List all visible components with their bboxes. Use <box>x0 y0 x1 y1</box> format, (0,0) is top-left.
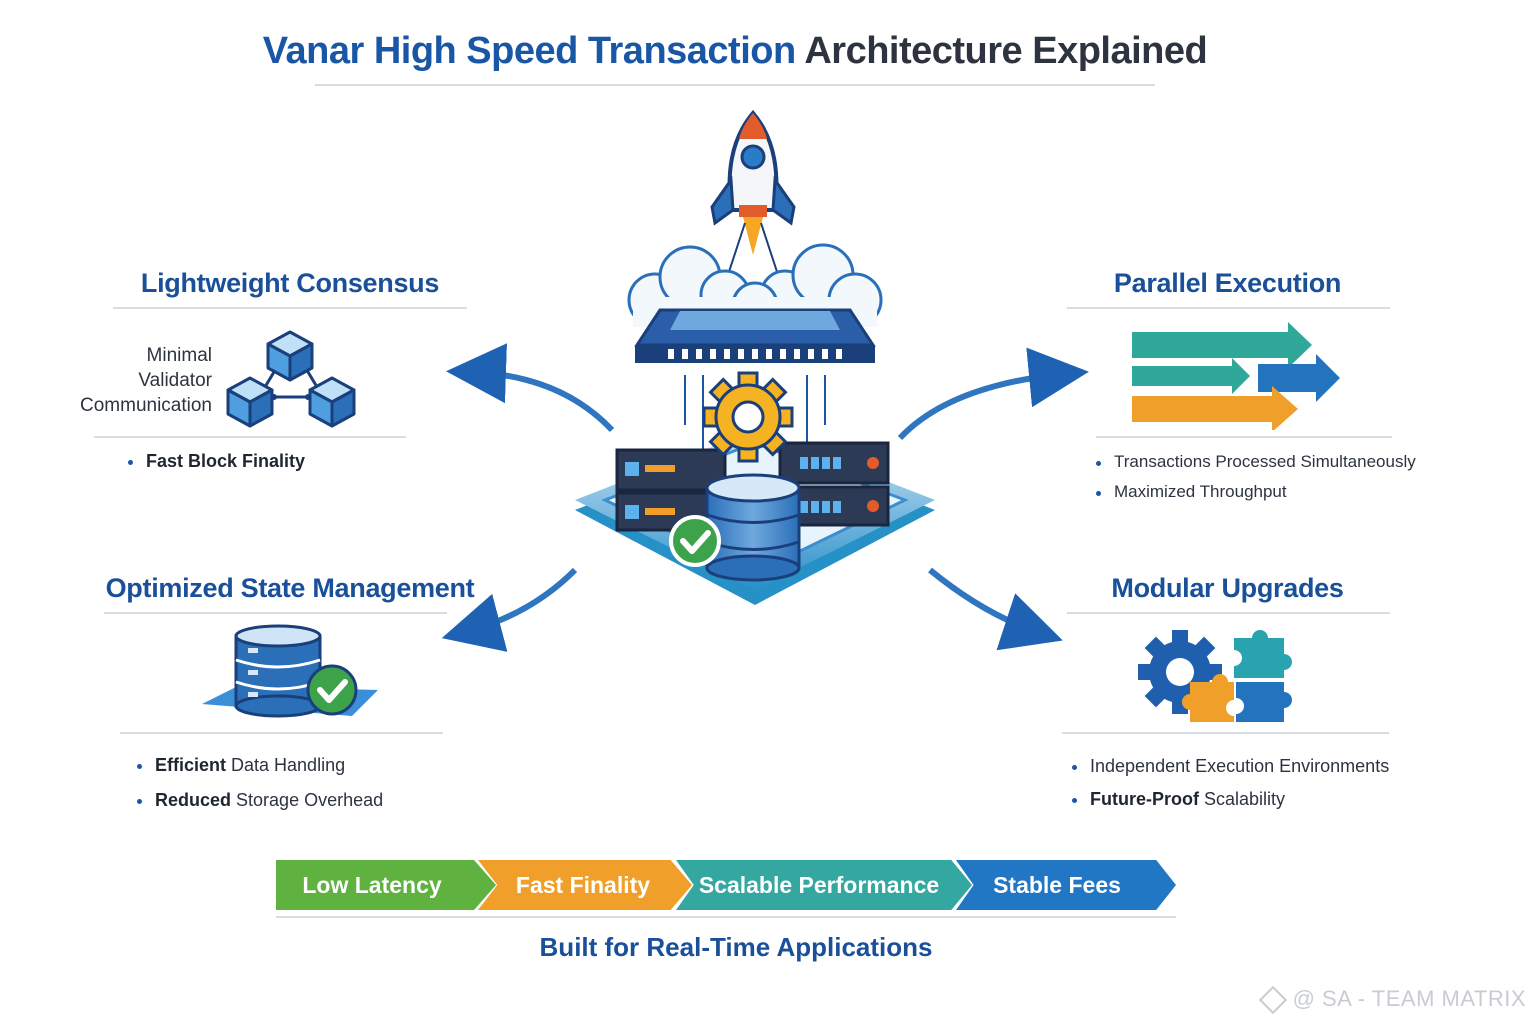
chip-icon <box>634 308 876 450</box>
consensus-title: Lightweight Consensus <box>140 268 440 298</box>
database-icon <box>705 473 801 582</box>
bullet-text: Independent Execution Environments <box>1090 756 1390 776</box>
state-bullets: Efficient Data Handling Reduced Storage … <box>133 755 383 821</box>
bullet-text: Storage Overhead <box>231 790 384 810</box>
bullet-text: Transactions Processed Simultaneously <box>1114 452 1416 471</box>
bullet-item: Independent Execution Environments <box>1068 756 1389 777</box>
bullet-item: Efficient Data Handling <box>133 755 383 776</box>
server-icon <box>615 441 890 532</box>
consensus-title-rule <box>113 307 467 309</box>
bullet-bold: Efficient <box>155 755 227 775</box>
stage-label: Low Latency <box>302 871 442 898</box>
modular-bullets: Independent Execution Environments Futur… <box>1068 756 1389 820</box>
parallel-title-rule <box>1067 307 1390 309</box>
modular-title: Modular Upgrades <box>1111 573 1344 603</box>
bullet-bold: Fast Block Finality <box>146 451 306 471</box>
consensus-bullets: Fast Block Finality <box>124 451 305 482</box>
state-title: Optimized State Management <box>105 573 475 603</box>
footer-tagline: Built for Real-Time Applications <box>539 932 933 962</box>
bullet-item: Maximized Throughput <box>1092 482 1416 502</box>
state-body-rule <box>120 732 443 734</box>
stage-scalable-performance: Scalable Performance <box>676 860 972 910</box>
stage-bar-rule <box>276 916 1176 918</box>
consensus-label-line-1: Minimal <box>146 345 212 366</box>
stage-low-latency: Low Latency <box>276 860 496 910</box>
rocket-icon <box>710 109 796 291</box>
watermark-logo-icon <box>1258 986 1287 1015</box>
stage-label: Scalable Performance <box>698 871 940 898</box>
bullet-text: Data Handling <box>226 755 346 775</box>
watermark: @ SA - TEAM MATRIX <box>1258 986 1526 1015</box>
parallel-title: Parallel Execution <box>1113 268 1342 298</box>
title-part-1: Vanar High Speed Transaction <box>262 30 796 72</box>
bullet-text: Maximized Throughput <box>1114 482 1287 501</box>
database-check-icon <box>202 624 378 718</box>
gear-puzzle-icon <box>1138 630 1292 722</box>
bullet-item: Fast Block Finality <box>124 451 305 472</box>
bullet-bold: Future-Proof <box>1090 789 1199 809</box>
consensus-label: Minimal Validator Communication <box>70 343 212 418</box>
stage-label: Fast Finality <box>515 871 651 898</box>
stage-label: Stable Fees <box>993 871 1121 898</box>
stage-stable-fees: Stable Fees <box>956 860 1176 910</box>
gear-icon <box>702 371 794 463</box>
bullet-item: Future-Proof Scalability <box>1068 789 1389 810</box>
consensus-label-line-3: Communication <box>80 395 212 416</box>
consensus-body-rule <box>94 436 406 438</box>
bullet-text: Scalability <box>1198 789 1286 809</box>
modular-title-rule <box>1067 612 1390 614</box>
parallel-body-rule <box>1096 436 1392 438</box>
parallel-arrows-icon <box>1132 322 1340 430</box>
stage-fast-finality: Fast Finality <box>478 860 692 910</box>
bullet-item: Transactions Processed Simultaneously <box>1092 452 1416 472</box>
cube-network-icon <box>226 330 356 428</box>
title-part-2: Architecture Explained <box>804 30 1208 72</box>
page-title: Vanar High Speed Transaction Architectur… <box>0 30 1470 73</box>
modular-body-rule <box>1062 732 1389 734</box>
checkmark-icon <box>669 515 721 567</box>
bullet-item: Reduced Storage Overhead <box>133 790 383 811</box>
title-underline <box>315 84 1155 86</box>
parallel-bullets: Transactions Processed Simultaneously Ma… <box>1092 452 1416 512</box>
watermark-text: @ SA - TEAM MATRIX <box>1292 986 1526 1011</box>
center-architecture-illustration <box>575 109 935 605</box>
bullet-bold: Reduced <box>155 790 232 810</box>
state-title-rule <box>104 612 447 614</box>
consensus-label-line-2: Validator <box>138 370 212 391</box>
